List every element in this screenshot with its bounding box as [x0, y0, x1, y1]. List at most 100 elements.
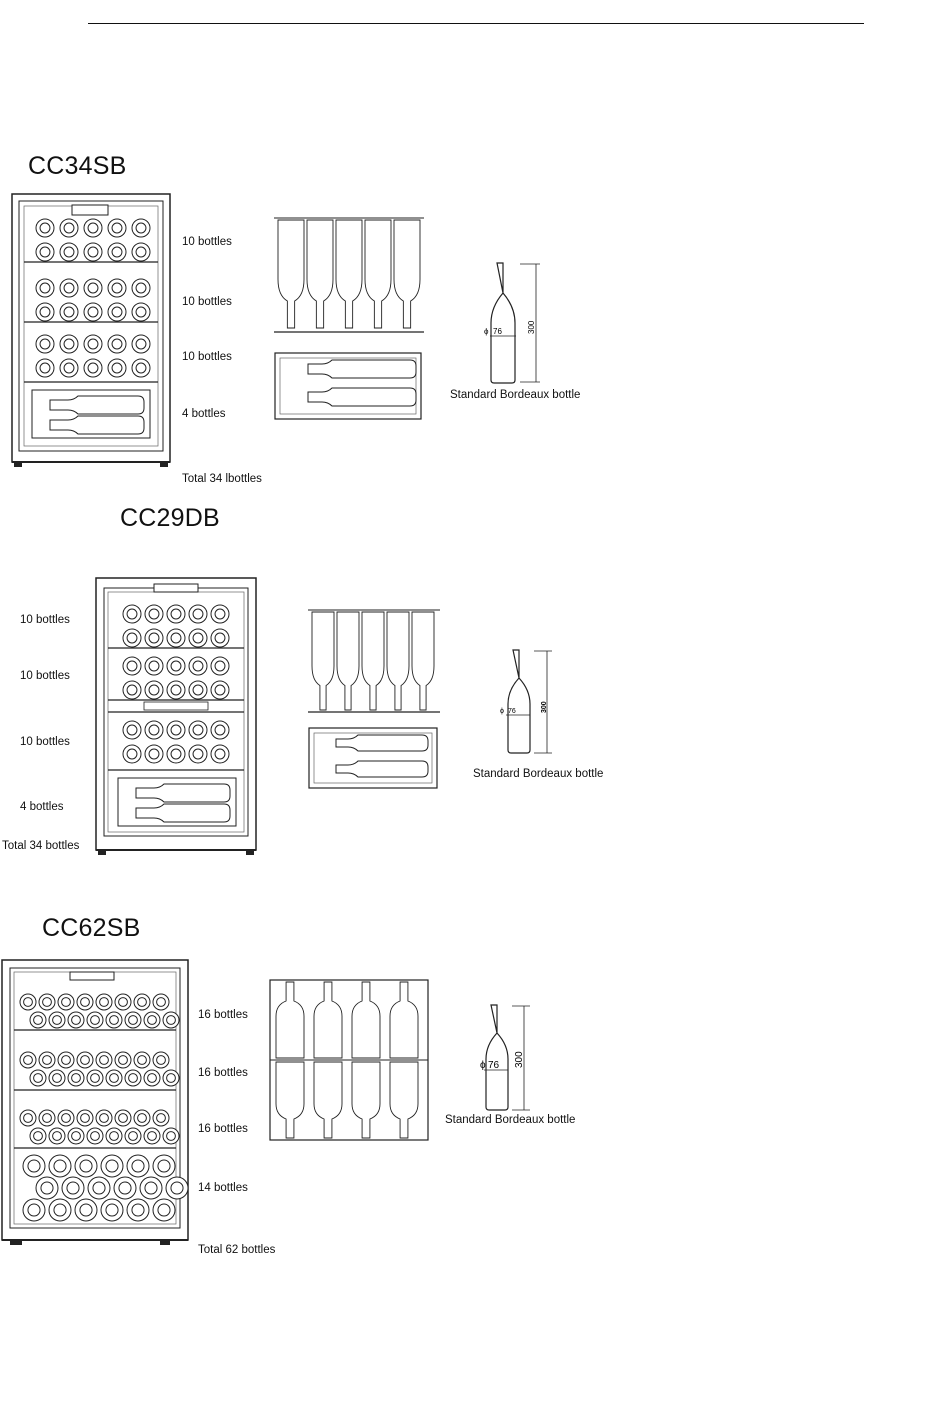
bottle-end-inner: [111, 222, 123, 234]
bottle-end-inner: [170, 1181, 184, 1195]
bottle-side-view: [364, 219, 392, 329]
bottle-end-inner: [111, 282, 123, 294]
bottle-end-inner: [87, 338, 99, 350]
bottle-end-inner: [192, 684, 204, 696]
shelf-label: 16 bottles: [198, 1067, 248, 1079]
bottle-end-inner: [148, 632, 160, 644]
bottle-end-inner: [27, 1159, 41, 1173]
bottle-end-inner: [61, 1113, 71, 1123]
bottle-end-inner: [63, 338, 75, 350]
drawer-side-view-cc29db: [308, 727, 438, 789]
bottle-end-inner: [39, 222, 51, 234]
bottle-end-inner: [148, 748, 160, 760]
bottle-end-inner: [131, 1203, 145, 1217]
bottle-end-inner: [135, 338, 147, 350]
bottle-end-inner: [148, 660, 160, 672]
bottle-end-inner: [61, 1055, 71, 1065]
height-label: 300: [527, 320, 536, 334]
bottle-end-inner: [42, 1113, 52, 1123]
bottle-end-inner: [156, 1113, 166, 1123]
bottle-end-inner: [148, 684, 160, 696]
bottle-end-inner: [63, 362, 75, 374]
phi-symbol: ϕ: [484, 327, 489, 336]
bottle-end-inner: [148, 608, 160, 620]
bottle-end-inner: [118, 1055, 128, 1065]
bottle-end-inner: [128, 1131, 138, 1141]
bottle-end-inner: [214, 748, 226, 760]
bottle-end-inner: [128, 1073, 138, 1083]
cabinet-drawing-cc62sb: [1, 959, 189, 1245]
bottle-end-inner: [118, 1181, 132, 1195]
bottle-end-inner: [148, 724, 160, 736]
bottle-side-view: [277, 219, 305, 329]
bottle-end-inner: [214, 632, 226, 644]
bottle-end-inner: [156, 1055, 166, 1065]
bottle-end-inner: [39, 306, 51, 318]
bottle-end-inner: [126, 748, 138, 760]
bottle-end-inner: [126, 632, 138, 644]
bottle-end-inner: [87, 222, 99, 234]
bottle-side-view: [275, 1061, 305, 1139]
bottle-end-inner: [87, 246, 99, 258]
bottle-end-inner: [52, 1073, 62, 1083]
shelf-label: 10 bottles: [182, 236, 232, 248]
bottle-end-inner: [53, 1203, 67, 1217]
bottle-end-inner: [166, 1073, 176, 1083]
bottle-end-inner: [23, 997, 33, 1007]
bottle-end-inner: [214, 660, 226, 672]
bottle-end-inner: [99, 1055, 109, 1065]
phi-symbol: ϕ: [480, 1060, 486, 1071]
bottle-side-view: [311, 611, 335, 711]
bottle-end-inner: [109, 1131, 119, 1141]
bottle-dimension-drawing-cc29db: ϕ 76 300: [500, 649, 552, 754]
bottle-end-inner: [53, 1159, 67, 1173]
shelf-top-view-cc29db: [308, 609, 440, 713]
bottle-end-inner: [39, 338, 51, 350]
bottle-caption: Standard Bordeaux bottle: [450, 389, 581, 401]
bottle-end-inner: [135, 282, 147, 294]
bottle-end-inner: [192, 724, 204, 736]
bottle-end-inner: [61, 997, 71, 1007]
bottle-side-view: [335, 219, 363, 329]
bottle-end-inner: [39, 362, 51, 374]
cabinet-drawing-cc29db: [95, 577, 257, 855]
bottle-end-inner: [147, 1131, 157, 1141]
bottle-end-inner: [111, 306, 123, 318]
shelf-label: 10 bottles: [182, 296, 232, 308]
bottle-side-view: [386, 611, 410, 711]
shelf-label: 16 bottles: [198, 1123, 248, 1135]
bottle-end-inner: [40, 1181, 54, 1195]
bottle-end-inner: [192, 608, 204, 620]
total-label: Total 34 lbottles: [182, 473, 262, 485]
bottle-end-inner: [80, 1113, 90, 1123]
bottle-end-inner: [135, 222, 147, 234]
bottle-end-inner: [170, 632, 182, 644]
shelf-top-view-cc34sb: [274, 217, 424, 333]
bottle-side-view: [411, 611, 435, 711]
bottle-end-inner: [39, 282, 51, 294]
bottle-side-view: [393, 219, 421, 329]
bottle-end-inner: [33, 1073, 43, 1083]
diameter-label: 76: [493, 327, 502, 336]
shelf-label: 4 bottles: [182, 408, 226, 420]
shelf-label: 10 bottles: [20, 614, 70, 626]
bottle-end-inner: [87, 306, 99, 318]
bottle-end-inner: [52, 1015, 62, 1025]
bottle-side-view: [313, 981, 343, 1059]
diameter-label: 76: [508, 708, 516, 715]
bottle-end-inner: [156, 997, 166, 1007]
bottle-end-inner: [214, 724, 226, 736]
bottle-end-inner: [23, 1055, 33, 1065]
bottle-side-view: [306, 219, 334, 329]
bottle-end-inner: [109, 1073, 119, 1083]
bottle-end-inner: [63, 282, 75, 294]
bottle-end-inner: [105, 1203, 119, 1217]
bottle-end-inner: [118, 1113, 128, 1123]
bottle-side-view: [361, 611, 385, 711]
height-label: 300: [514, 1051, 525, 1068]
bottle-end-inner: [126, 684, 138, 696]
bottle-caption: Standard Bordeaux bottle: [473, 768, 604, 780]
bottle-end-inner: [111, 246, 123, 258]
shelf-label: 10 bottles: [182, 351, 232, 363]
bottle-end-inner: [63, 306, 75, 318]
